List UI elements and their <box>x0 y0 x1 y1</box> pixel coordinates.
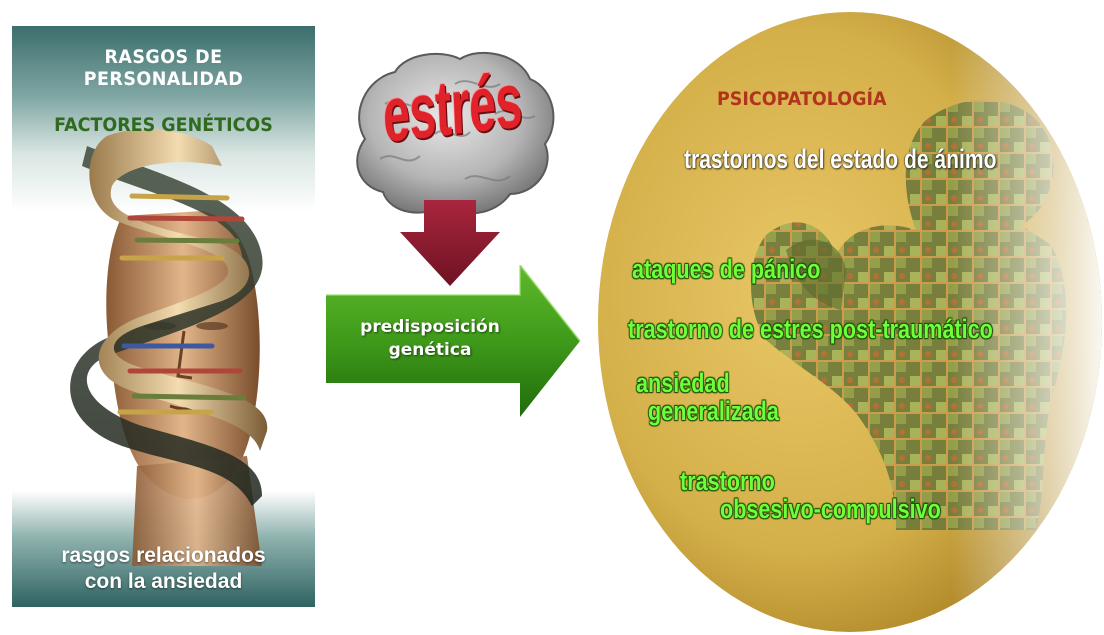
predisposition-arrow <box>326 265 581 417</box>
dna-head-illustration <box>70 129 268 566</box>
anxiety-label-line-2: generalizada <box>648 396 779 426</box>
predisposition-line-1: predisposición <box>360 317 500 337</box>
brain-shape <box>356 51 555 215</box>
panel-subtitle: FACTORES GENÉTICOS <box>54 114 273 136</box>
psychopathology-disc <box>598 12 1102 632</box>
predisposition-label: predisposición genética <box>330 316 530 362</box>
stress-word: estrés <box>381 55 524 159</box>
panel-title: RASGOS DE PERSONALIDAD <box>83 46 244 90</box>
mood-disorders-label: trastornos del estado de ánimo <box>684 144 997 174</box>
anxiety-label-line-1: ansiedad <box>636 368 730 398</box>
panel-caption: rasgos relacionados con la ansiedad <box>12 543 315 595</box>
ptsd-label: trastorno de estres post-traumático <box>628 314 993 344</box>
predisposition-line-2: genética <box>388 340 472 360</box>
ocd-label-line-2: obsesivo-compulsivo <box>720 494 941 524</box>
personality-traits-panel: RASGOS DE PERSONALIDAD FACTORES GENÉTICO… <box>12 26 315 607</box>
panic-attacks-label: ataques de pánico <box>632 254 821 284</box>
caption-line-1: rasgos relacionados <box>61 544 266 567</box>
caption-line-2: con la ansiedad <box>84 570 243 593</box>
ocd-label-line-1: trastorno <box>680 466 775 496</box>
psychopathology-title: PSICOPATOLOGÍA <box>717 88 887 110</box>
stress-brain: estrés <box>345 44 560 224</box>
down-arrow <box>400 200 500 286</box>
